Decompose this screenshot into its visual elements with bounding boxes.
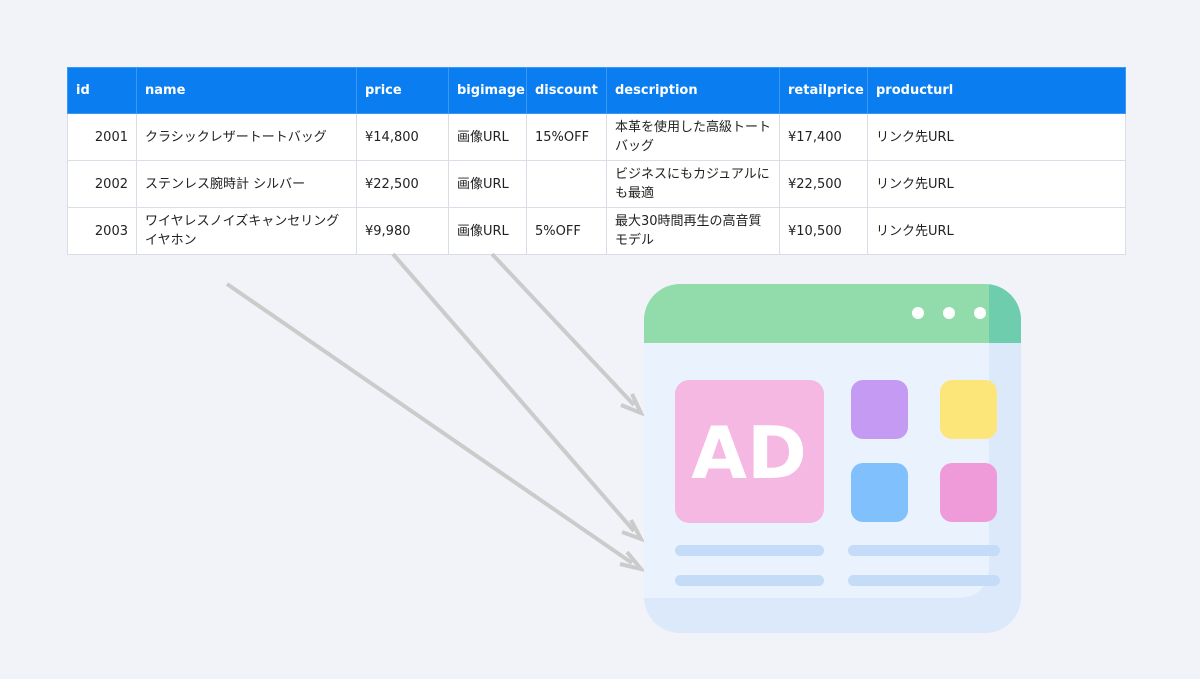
column-header-producturl: producturl — [867, 67, 1126, 114]
tile-purple — [851, 380, 908, 439]
column-header-bigimage: bigimage — [448, 67, 527, 114]
cell-description: ビジネスにもカジュアルにも最適 — [606, 160, 780, 208]
cell-discount: 15%OFF — [526, 113, 607, 161]
cell-price: ¥22,500 — [356, 160, 449, 208]
text-line — [675, 575, 824, 586]
tile-yellow — [940, 380, 997, 439]
window-body-inner-corner — [955, 566, 989, 598]
cell-id: 2002 — [67, 160, 137, 208]
cell-bigimage: 画像URL — [448, 113, 527, 161]
table-header-row: id name price bigimage discount descript… — [67, 67, 1126, 114]
cell-producturl: リンク先URL — [867, 160, 1126, 208]
cell-id: 2003 — [67, 207, 137, 255]
window-body-bottom-edge — [644, 598, 1021, 633]
cell-id: 2001 — [67, 113, 137, 161]
ad-banner-tile — [675, 380, 824, 523]
tile-blue — [851, 463, 908, 522]
browser-ad-icon: AD — [644, 284, 1021, 633]
table-row: 2003 ワイヤレスノイズキャンセリングイヤホン ¥9,980 画像URL 5%… — [67, 207, 1126, 255]
text-line — [848, 545, 1000, 556]
arrow-name-to-ad — [225, 282, 647, 573]
product-feed-table: id name price bigimage discount descript… — [67, 67, 1126, 255]
cell-discount: 5%OFF — [526, 207, 607, 255]
cell-name: ワイヤレスノイズキャンセリングイヤホン — [136, 207, 357, 255]
cell-producturl: リンク先URL — [867, 207, 1126, 255]
window-dot-icon — [912, 307, 924, 319]
window-titlebar-edge — [989, 284, 1021, 343]
ad-label: AD — [691, 411, 807, 495]
column-header-description: description — [606, 67, 780, 114]
cell-retailprice: ¥10,500 — [779, 207, 868, 255]
column-header-discount: discount — [526, 67, 607, 114]
tile-pink — [940, 463, 997, 522]
text-line — [675, 545, 824, 556]
text-line — [848, 575, 1000, 586]
column-header-name: name — [136, 67, 357, 114]
window-dot-icon — [943, 307, 955, 319]
flow-arrows — [225, 252, 647, 573]
column-header-retailprice: retailprice — [779, 67, 868, 114]
cell-price: ¥9,980 — [356, 207, 449, 255]
cell-description: 本革を使用した高級トートバッグ — [606, 113, 780, 161]
arrow-bigimage-to-ad — [490, 252, 645, 417]
cell-bigimage: 画像URL — [448, 207, 527, 255]
column-header-id: id — [67, 67, 137, 114]
arrow-price-to-ad — [391, 252, 646, 543]
window-dot-icon — [974, 307, 986, 319]
cell-name: クラシックレザートートバッグ — [136, 113, 357, 161]
table-row: 2002 ステンレス腕時計 シルバー ¥22,500 画像URL ビジネスにもカ… — [67, 160, 1126, 208]
window-titlebar — [644, 284, 1021, 343]
cell-retailprice: ¥17,400 — [779, 113, 868, 161]
